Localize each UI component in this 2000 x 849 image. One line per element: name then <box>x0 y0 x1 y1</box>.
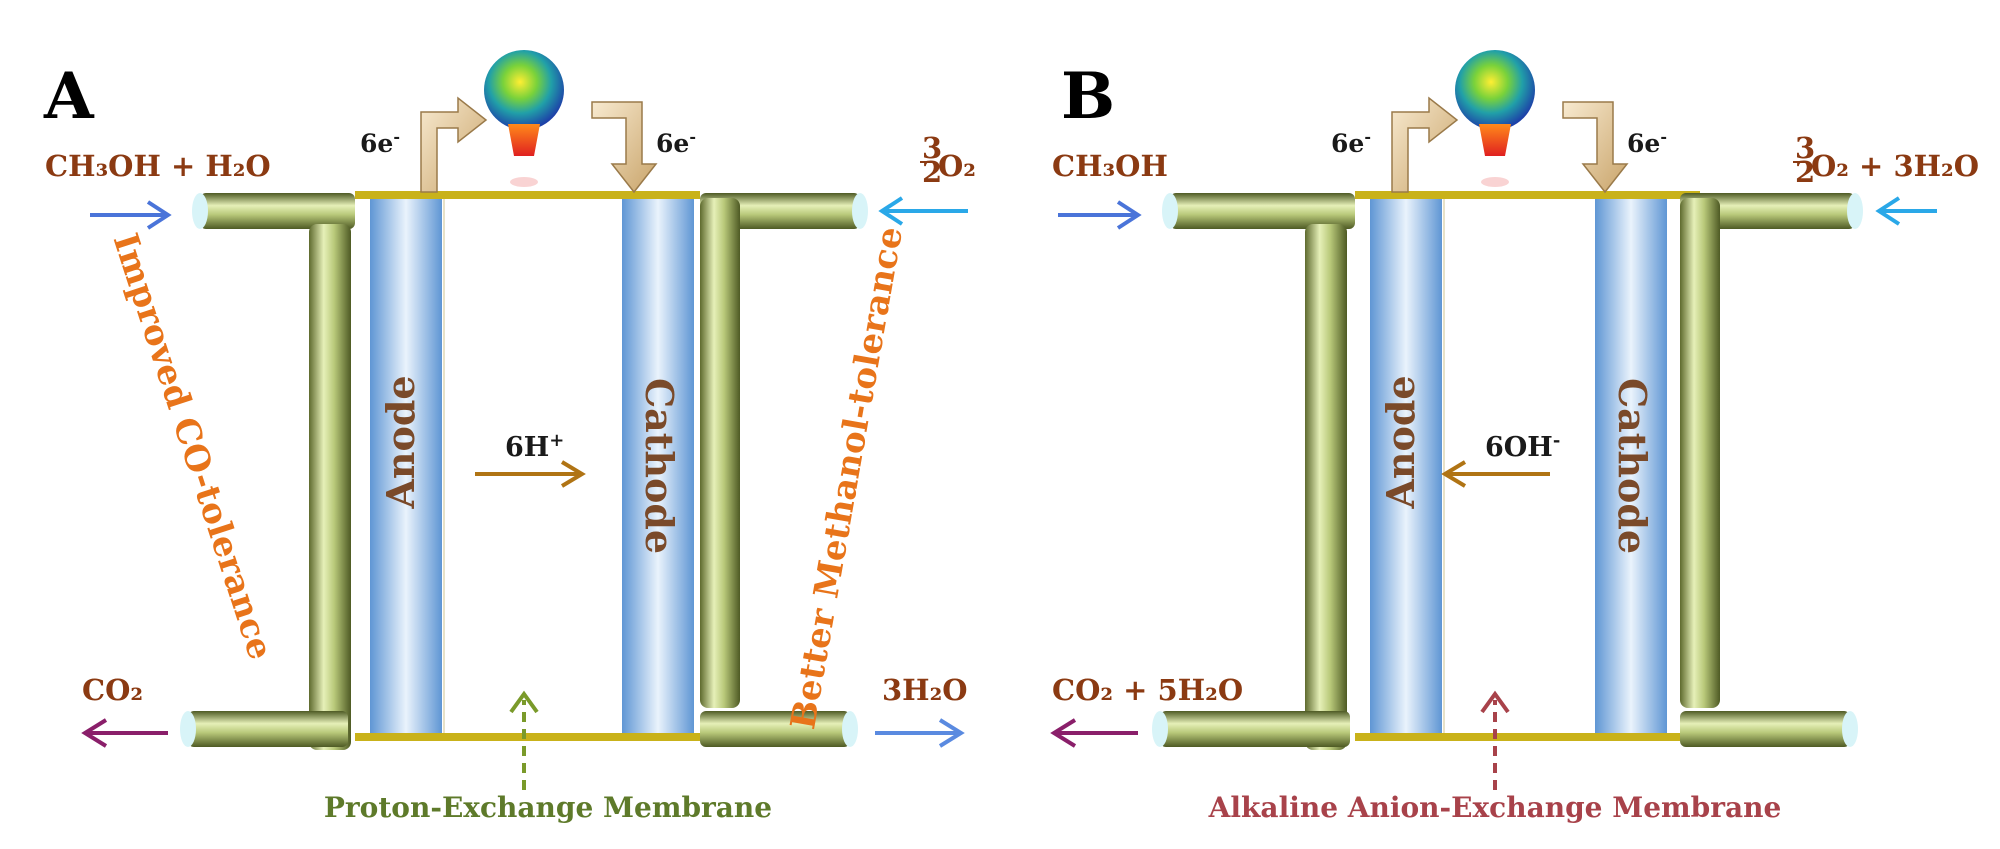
svg-text:2: 2 <box>922 155 942 189</box>
ion-arrow <box>1441 460 1550 488</box>
anode-electrode <box>1370 199 1442 733</box>
note-right: Better Methanol-tolerance <box>783 224 911 732</box>
pipe-left-top-opening <box>1162 193 1178 229</box>
pipe-right-bottom <box>700 711 850 747</box>
electron-arrow-left <box>420 96 488 193</box>
inlet-arrow-right <box>1875 196 1937 226</box>
cathode-electrode <box>622 199 694 733</box>
pipe-left-bottom-opening <box>180 711 196 747</box>
pipe-left-top-opening <box>192 193 208 229</box>
inlet-right-label: 3 2 O₂ <box>920 131 976 189</box>
svg-text:3: 3 <box>922 131 942 165</box>
pipe-left-vertical <box>1305 224 1347 750</box>
electron-arrow-right <box>591 101 658 194</box>
electron-arrow-left <box>1391 96 1459 193</box>
svg-text:O₂ + 3H₂O: O₂ + 3H₂O <box>1811 149 1979 183</box>
outlet-arrow-left <box>81 718 168 748</box>
outlet-arrow-left <box>1050 718 1138 748</box>
outlet-arrow-right <box>875 718 965 748</box>
pipe-right-bottom <box>1680 711 1850 747</box>
top-collector <box>355 191 700 199</box>
pipe-left-vertical <box>309 224 351 750</box>
membrane-label: Proton-Exchange Membrane <box>324 791 772 824</box>
panel-label-a: A <box>43 59 95 134</box>
panel-b: B 6e- 6e- CH₃OH 3 2 O₂ + 3H₂O <box>1050 50 1979 824</box>
bottom-collector <box>355 733 700 741</box>
ion-arrow <box>475 460 586 488</box>
bottom-collector <box>1355 733 1700 741</box>
cathode-label: Cathode <box>637 378 682 554</box>
pipe-right-vertical <box>700 198 740 708</box>
anode-label: Anode <box>378 375 423 509</box>
pipe-left-bottom-opening <box>1152 711 1168 747</box>
membrane-pointer-head <box>1480 690 1510 714</box>
cathode-electrode <box>1595 199 1667 733</box>
pipe-right-top-opening <box>852 193 868 229</box>
light-bulb-icon <box>484 50 564 187</box>
inlet-arrow-right <box>878 196 968 226</box>
top-collector <box>1355 191 1700 199</box>
light-bulb-icon <box>1455 50 1535 187</box>
electron-label-right: 6e- <box>1627 127 1667 158</box>
anode-electrode <box>370 199 442 733</box>
svg-text:O₂: O₂ <box>938 149 976 183</box>
electron-label-left: 6e- <box>360 127 400 158</box>
outlet-left-label: CO₂ <box>82 673 143 707</box>
ion-label: 6OH- <box>1485 430 1560 463</box>
pipe-right-bottom-opening <box>1842 711 1858 747</box>
pipe-right-top <box>1680 193 1855 229</box>
pipe-right-bottom-opening <box>842 711 858 747</box>
cathode-label: Cathode <box>1610 378 1655 554</box>
pipe-right-vertical <box>1680 198 1720 708</box>
pipe-left-bottom <box>1160 711 1350 747</box>
pipe-left-top <box>200 193 355 229</box>
pipe-left-bottom <box>188 711 348 747</box>
svg-text:2: 2 <box>1795 155 1815 189</box>
ion-label: 6H+ <box>505 430 564 463</box>
inlet-right-label: 3 2 O₂ + 3H₂O <box>1793 131 1979 189</box>
panel-a: A 6e- 6e- CH₃OH + H₂O <box>43 50 976 824</box>
svg-text:3: 3 <box>1795 131 1815 165</box>
pipe-left-top <box>1170 193 1355 229</box>
electron-arrow-right <box>1562 101 1629 194</box>
inlet-arrow-left <box>1058 200 1142 230</box>
electron-label-left: 6e- <box>1331 127 1371 158</box>
pipe-right-top-opening <box>1847 193 1863 229</box>
inlet-left-label: CH₃OH <box>1052 149 1168 183</box>
outlet-right-label: 3H₂O <box>882 673 968 707</box>
membrane-label: Alkaline Anion-Exchange Membrane <box>1208 791 1782 824</box>
outlet-left-label: CO₂ + 5H₂O <box>1052 673 1243 707</box>
electron-label-right: 6e- <box>656 127 696 158</box>
inlet-left-label: CH₃OH + H₂O <box>45 149 271 183</box>
membrane-pointer-head <box>509 690 539 714</box>
note-left: Improved CO-tolerance <box>105 229 281 665</box>
panel-label-b: B <box>1061 59 1115 134</box>
inlet-arrow-left <box>90 200 172 230</box>
anode-label: Anode <box>1378 375 1423 509</box>
